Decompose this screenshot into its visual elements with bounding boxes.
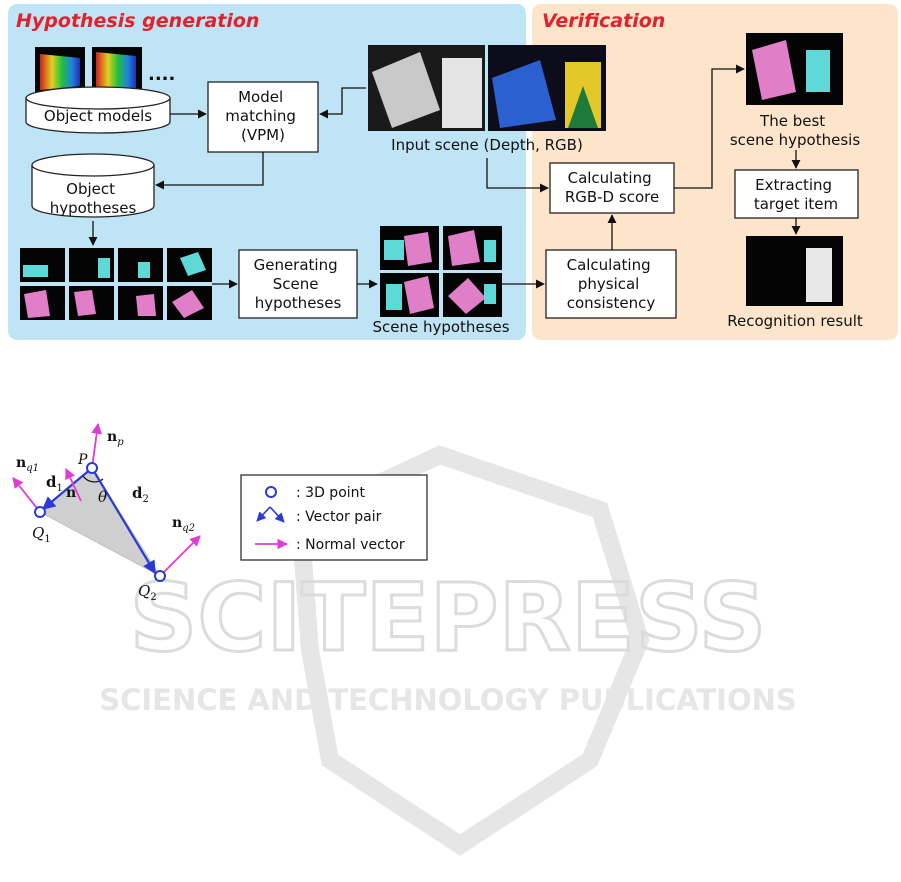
- legend-point-label: : 3D point: [296, 485, 366, 501]
- rgbd-score-box: [549, 162, 675, 214]
- models-ellipsis: ....: [148, 64, 175, 85]
- flow-connectors: [88, 64, 801, 289]
- verification-title: Verification: [542, 10, 665, 32]
- object-hypothesis-thumbnails: [20, 248, 212, 320]
- object-models-label: Object models: [44, 107, 152, 125]
- normal-nq1: [12, 477, 41, 513]
- vector-d2: [91, 467, 156, 575]
- legend-vector-label: : Vector pair: [296, 509, 382, 525]
- model-matching-label: Model matching (VPM): [225, 88, 300, 144]
- point-pair-geometry: P Q1 Q2 θ n np nq1 nq2 d1 d2: [12, 422, 201, 603]
- legend-vector-icon-a: [256, 506, 271, 522]
- generating-scene-label: Generating Scene hypotheses: [254, 256, 343, 312]
- legend-point-icon: [265, 486, 277, 498]
- object-models-db: [25, 86, 171, 134]
- extracting-label: Extracting target item: [754, 176, 838, 213]
- watermark-sub: SCIENCE AND TECHNOLOGY PUBLICATIONS: [99, 683, 797, 717]
- point-q2: [154, 570, 166, 582]
- best-hypothesis-label: The best scene hypothesis: [730, 112, 860, 149]
- model-matching-box: [207, 81, 319, 153]
- label-d2: d2: [132, 484, 149, 505]
- physical-consistency-label: Calculating physical consistency: [567, 256, 656, 312]
- point-q1: [34, 506, 46, 518]
- label-np: np: [107, 429, 124, 448]
- recognition-result-image: [746, 236, 843, 306]
- label-d1: d1: [46, 473, 63, 494]
- label-q1: Q1: [32, 524, 51, 545]
- best-hypothesis-image: [746, 33, 843, 105]
- legend: : 3D point : Vector pair : Normal vector: [240, 474, 428, 561]
- legend-vector-icon-b: [269, 506, 285, 523]
- vector-d1: [41, 467, 93, 510]
- label-q2: Q2: [138, 582, 157, 603]
- object-hypotheses-label: Object hypotheses: [50, 180, 137, 217]
- physical-consistency-box: [545, 249, 677, 319]
- label-p: P: [77, 452, 88, 468]
- hypothesis-title: Hypothesis generation: [16, 10, 259, 32]
- label-theta: θ: [98, 488, 107, 506]
- object-model-thumbnails: [35, 47, 142, 93]
- point-p: [86, 462, 98, 474]
- scene-hypothesis-thumbnails: [380, 226, 502, 317]
- theta-arc: [82, 475, 104, 483]
- input-scene-images: [368, 45, 606, 131]
- watermark: SCITEPRESS SCIENCE AND TECHNOLOGY PUBLIC…: [99, 445, 797, 856]
- legend-normal-label: : Normal vector: [296, 537, 405, 553]
- normal-n: [65, 468, 82, 502]
- watermark-main: SCITEPRESS: [130, 564, 767, 673]
- rgbd-score-label: Calculating RGB-D score: [565, 169, 659, 206]
- normal-np: [91, 422, 103, 469]
- label-nq1: nq1: [16, 455, 39, 474]
- scene-hypotheses-label: Scene hypotheses: [372, 318, 509, 336]
- input-scene-label: Input scene (Depth, RGB): [391, 136, 583, 154]
- recognition-result-label: Recognition result: [727, 312, 863, 330]
- watermark-emblem: [290, 445, 650, 856]
- normal-nq2: [159, 535, 201, 577]
- generating-scene-box: [238, 249, 358, 319]
- object-hypotheses-db: [31, 153, 155, 218]
- label-n: n: [66, 485, 76, 501]
- label-nq2: nq2: [172, 515, 195, 534]
